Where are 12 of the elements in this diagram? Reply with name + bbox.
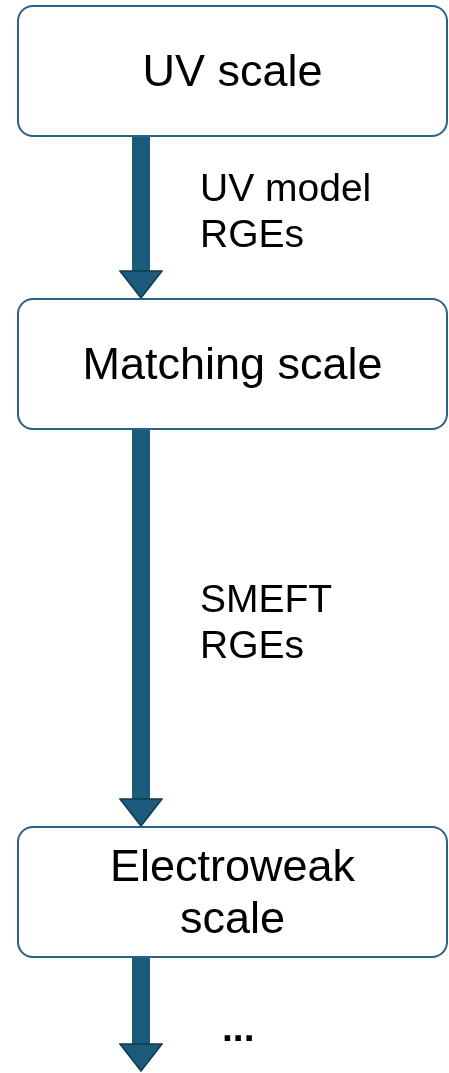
edge-label: UV model RGEs [200, 165, 373, 257]
node-label: UV scale [142, 45, 323, 97]
scale-box [17, 298, 448, 430]
arrow [119, 137, 163, 299]
ellipsis-label: ... [222, 1005, 255, 1051]
scale-box [17, 5, 448, 137]
arrow [119, 958, 163, 1072]
edge-label: SMEFT RGEs [200, 576, 333, 668]
arrow [119, 430, 163, 827]
scale-box [17, 826, 448, 958]
node-label: Electroweak scale [108, 840, 357, 944]
node-label: Matching scale [82, 338, 383, 390]
